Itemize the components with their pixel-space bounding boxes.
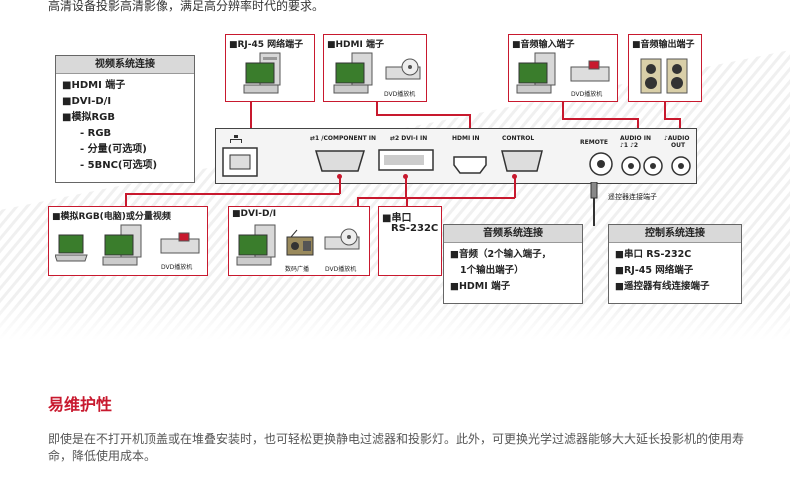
video-item-component: - 分量(可选项) bbox=[80, 144, 147, 155]
computer-icon bbox=[102, 224, 142, 266]
connector-line bbox=[376, 114, 470, 116]
computer-icon bbox=[243, 52, 281, 94]
control-system-list: ■串口 RS-232C ■RJ-45 网络端子 ■遥控器有线连接端子 bbox=[609, 243, 741, 299]
control-system-title: 控制系统连接 bbox=[609, 225, 741, 243]
audio-item-hdmi: ■HDMI 端子 bbox=[450, 281, 511, 292]
connector-line bbox=[125, 193, 340, 195]
connector-line bbox=[376, 102, 378, 114]
connector-line bbox=[250, 102, 252, 140]
audio-in-dvd-caption: DVD播放机 bbox=[571, 91, 603, 98]
rj45-port-icon[interactable] bbox=[222, 147, 258, 177]
serial-device-subtitle: RS-232C bbox=[391, 223, 439, 234]
dvi-radio-caption: 数码广播 bbox=[285, 266, 310, 273]
connector-dot bbox=[512, 174, 517, 179]
audio-in-label: AUDIO IN bbox=[620, 135, 651, 142]
component-port-icon[interactable] bbox=[314, 147, 366, 175]
control-system-box: 控制系统连接 ■串口 RS-232C ■RJ-45 网络端子 ■遥控器有线连接端… bbox=[608, 224, 742, 304]
audio-in-device-title: ■音频输入端子 bbox=[512, 40, 575, 50]
analog-rgb-device-title: ■模拟RGB(电脑)或分量视频 bbox=[52, 212, 171, 222]
audio-out-port-icon[interactable] bbox=[670, 155, 692, 177]
dvi-in-label: ⇄2 DVI-I IN bbox=[390, 135, 428, 142]
control-port-icon[interactable] bbox=[500, 147, 544, 175]
connector-line bbox=[664, 102, 666, 118]
laptop-icon bbox=[55, 234, 88, 262]
computer-icon bbox=[236, 224, 276, 266]
connector-dot bbox=[403, 174, 408, 179]
audio-item-audio-detail: 1个输出端子） bbox=[460, 265, 524, 276]
connector-line bbox=[562, 102, 564, 118]
projector-rear-panel: ⇄1 /COMPONENT IN ⇄2 DVI-I IN HDMI IN CON… bbox=[215, 128, 697, 184]
radio-icon bbox=[286, 229, 314, 256]
video-system-box: 视频系统连接 ■HDMI 端子 ■DVI-D/I ■模拟RGB - RGB - … bbox=[55, 55, 195, 183]
audio-system-box: 音频系统连接 ■音频（2个输入端子， 1个输出端子） ■HDMI 端子 bbox=[443, 224, 583, 304]
control-item-serial: ■串口 RS-232C bbox=[615, 249, 692, 260]
serial-device-title: ■串口 bbox=[382, 213, 412, 224]
connector-line bbox=[125, 193, 127, 207]
connector-line bbox=[405, 176, 407, 198]
audio-in-1-port-icon[interactable] bbox=[620, 155, 642, 177]
dvi-device-title: ■DVI-D/I bbox=[232, 209, 277, 219]
audio-out-label: ♪AUDIO bbox=[664, 135, 690, 142]
network-icon bbox=[230, 135, 242, 143]
video-item-dvi: ■DVI-D/I bbox=[62, 96, 112, 107]
connector-line bbox=[339, 176, 341, 194]
control-item-rj45: ■RJ-45 网络端子 bbox=[615, 265, 694, 276]
connector-line bbox=[664, 118, 680, 120]
audio-in-2-port-icon[interactable] bbox=[642, 155, 664, 177]
audio-out-device-title: ■音频输出端子 bbox=[632, 40, 695, 50]
rj45-device-title: ■RJ-45 网络端子 bbox=[229, 40, 304, 50]
connector-line bbox=[357, 197, 359, 207]
video-system-list: ■HDMI 端子 ■DVI-D/I ■模拟RGB - RGB - 分量(可选项)… bbox=[56, 74, 194, 178]
computer-icon bbox=[516, 52, 556, 94]
section-body: 即使是在不打开机顶盖或在堆叠安装时，也可轻松更换静电过滤器和投影灯。此外，可更换… bbox=[48, 432, 745, 463]
video-system-title: 视频系统连接 bbox=[56, 56, 194, 74]
hdmi-dvd-caption: DVD播放机 bbox=[384, 91, 416, 98]
serial-device-box: ■串口 RS-232C bbox=[378, 206, 442, 276]
computer-icon bbox=[333, 52, 373, 94]
section-title: 易维护性 bbox=[48, 395, 113, 414]
remote-cable-icon bbox=[590, 182, 598, 226]
connector-line bbox=[469, 114, 471, 140]
dvi-dvd-caption: DVD播放机 bbox=[325, 266, 357, 273]
audio-in-ports-label: ♪1 ♪2 bbox=[620, 142, 639, 149]
control-label: CONTROL bbox=[502, 135, 535, 142]
remote-port-icon[interactable] bbox=[588, 151, 614, 177]
dvd-player-icon bbox=[570, 60, 610, 82]
connector-line bbox=[406, 197, 515, 199]
dvi-port-icon[interactable] bbox=[378, 149, 434, 173]
audio-in-device-box: ■音频输入端子 DVD播放机 bbox=[508, 34, 618, 102]
remote-connector-caption: 遥控器连接端子 bbox=[608, 193, 657, 201]
component-in-label: ⇄1 /COMPONENT IN bbox=[310, 135, 377, 142]
dvd-player-icon bbox=[385, 58, 421, 80]
hdmi-device-box: ■HDMI 端子 DVD播放机 bbox=[323, 34, 427, 102]
audio-out-device-box: ■音频输出端子 bbox=[628, 34, 702, 102]
connector-line bbox=[357, 197, 406, 199]
video-item-analog: ■模拟RGB bbox=[62, 112, 115, 123]
hdmi-in-label: HDMI IN bbox=[452, 135, 480, 142]
video-item-rgb: - RGB bbox=[80, 128, 112, 139]
audio-system-title: 音频系统连接 bbox=[444, 225, 582, 243]
video-item-5bnc: - 5BNC(可选项) bbox=[80, 160, 158, 171]
audio-out-sub-label: OUT bbox=[671, 142, 686, 149]
connector-line bbox=[514, 176, 516, 198]
speaker-icon bbox=[640, 58, 688, 94]
audio-item-audio: ■音频（2个输入端子， bbox=[450, 249, 552, 260]
audio-system-list: ■音频（2个输入端子， 1个输出端子） ■HDMI 端子 bbox=[444, 243, 582, 299]
dvd-player-icon bbox=[160, 232, 200, 254]
analog-rgb-device-box: ■模拟RGB(电脑)或分量视频 DVD播放机 bbox=[48, 206, 208, 276]
remote-label: REMOTE bbox=[580, 139, 608, 146]
video-item-hdmi: ■HDMI 端子 bbox=[62, 80, 126, 91]
control-item-remote: ■遥控器有线连接端子 bbox=[615, 281, 710, 292]
rj45-device-box: ■RJ-45 网络端子 bbox=[225, 34, 315, 102]
intro-text: 高清设备投影高清影像，满足高分辨率时代的要求。 bbox=[48, 0, 325, 13]
connector-line bbox=[406, 197, 408, 207]
hdmi-device-title: ■HDMI 端子 bbox=[327, 40, 384, 50]
dvd-player-icon bbox=[324, 228, 360, 250]
connector-line bbox=[562, 118, 638, 120]
hdmi-port-icon[interactable] bbox=[452, 155, 488, 175]
analog-rgb-dvd-caption: DVD播放机 bbox=[161, 264, 193, 271]
connector-dot bbox=[337, 174, 342, 179]
dvi-device-box: ■DVI-D/I 数码广播 DVD播放机 bbox=[228, 206, 370, 276]
